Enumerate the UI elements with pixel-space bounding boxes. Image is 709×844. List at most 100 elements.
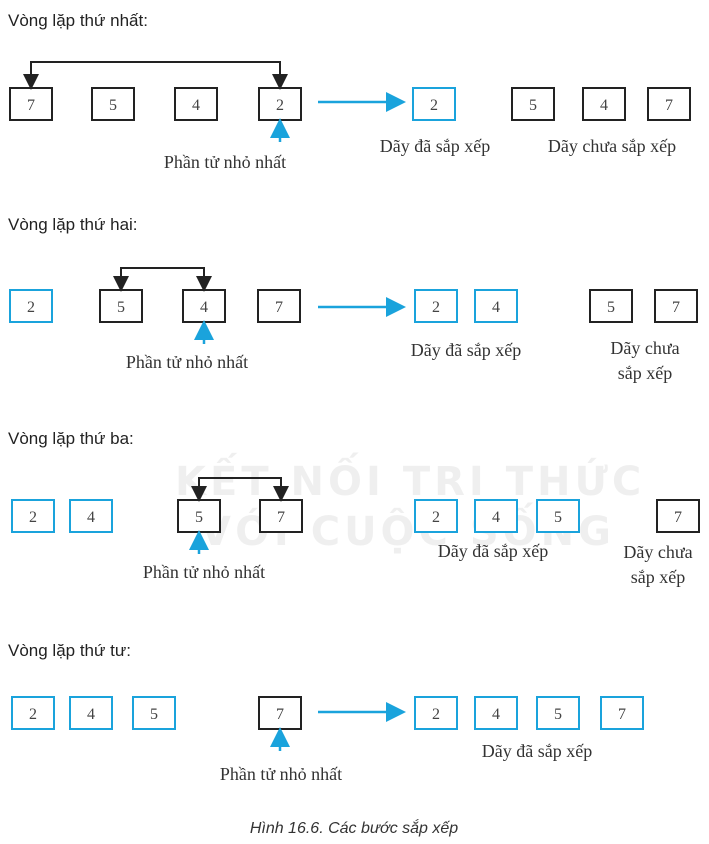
swap-arrow xyxy=(120,267,212,292)
box-value: 2 xyxy=(276,97,284,114)
figure-caption: Hình 16.6. Các bước sắp xếp xyxy=(250,818,458,837)
sorted-box: 5 xyxy=(536,696,580,730)
box-value: 2 xyxy=(432,509,440,526)
sorted-box: 4 xyxy=(474,499,518,533)
box-outline xyxy=(582,87,626,121)
box-value: 2 xyxy=(29,706,37,723)
box-value: 4 xyxy=(200,299,208,316)
box-outline xyxy=(414,696,458,730)
unsorted-box: 7 xyxy=(656,499,700,533)
box-value: 2 xyxy=(432,299,440,316)
box-value: 5 xyxy=(607,299,615,316)
box-value: 5 xyxy=(117,299,125,316)
iteration-title: Vòng lặp thứ hai: xyxy=(8,215,138,234)
input-box: 4 xyxy=(69,696,113,730)
box-value: 7 xyxy=(672,299,680,316)
box-outline xyxy=(257,289,301,323)
iteration-title: Vòng lặp thứ ba: xyxy=(8,429,134,448)
input-box: 2 xyxy=(11,696,55,730)
unsorted-label: sắp xếp xyxy=(618,363,672,383)
box-value: 2 xyxy=(29,509,37,526)
min-element-label: Phần tử nhỏ nhất xyxy=(164,152,286,172)
min-element-label: Phần tử nhỏ nhất xyxy=(143,562,265,582)
input-box: 2 xyxy=(9,289,53,323)
box-outline xyxy=(600,696,644,730)
box-outline xyxy=(177,499,221,533)
box-outline xyxy=(474,499,518,533)
box-value: 7 xyxy=(276,706,284,723)
unsorted-box: 5 xyxy=(511,87,555,121)
sorted-label: Dãy đã sắp xếp xyxy=(438,541,548,561)
unsorted-box: 7 xyxy=(654,289,698,323)
box-outline xyxy=(654,289,698,323)
sorted-box: 7 xyxy=(600,696,644,730)
box-outline xyxy=(91,87,135,121)
unsorted-box: 4 xyxy=(582,87,626,121)
unsorted-box: 5 xyxy=(589,289,633,323)
box-value: 2 xyxy=(432,706,440,723)
input-box: 7 xyxy=(259,499,303,533)
box-outline xyxy=(536,499,580,533)
unsorted-label: Dãy chưa xyxy=(610,338,679,358)
box-value: 5 xyxy=(554,706,562,723)
box-outline xyxy=(414,289,458,323)
box-outline xyxy=(414,499,458,533)
input-box: 4 xyxy=(182,289,226,323)
box-value: 5 xyxy=(554,509,562,526)
sorted-box: 2 xyxy=(414,696,458,730)
box-outline xyxy=(132,696,176,730)
box-value: 5 xyxy=(150,706,158,723)
sorted-box: 2 xyxy=(412,87,456,121)
input-box: 4 xyxy=(69,499,113,533)
unsorted-box: 7 xyxy=(647,87,691,121)
sorted-box: 4 xyxy=(474,696,518,730)
input-box: 5 xyxy=(91,87,135,121)
sorted-label: Dãy đã sắp xếp xyxy=(380,136,490,156)
box-value: 5 xyxy=(529,97,537,114)
box-value: 7 xyxy=(674,509,682,526)
unsorted-label: Dãy chưa xyxy=(623,542,692,562)
box-outline xyxy=(536,696,580,730)
box-value: 4 xyxy=(492,299,500,316)
unsorted-label: Dãy chưa sắp xếp xyxy=(548,136,676,156)
unsorted-label: sắp xếp xyxy=(631,567,685,587)
box-outline xyxy=(258,696,302,730)
box-value: 4 xyxy=(87,509,95,526)
min-element-label: Phần tử nhỏ nhất xyxy=(126,352,248,372)
sorted-box: 4 xyxy=(474,289,518,323)
input-box: 7 xyxy=(257,289,301,323)
box-outline xyxy=(69,499,113,533)
box-value: 4 xyxy=(492,509,500,526)
input-box: 4 xyxy=(174,87,218,121)
sorted-label: Dãy đã sắp xếp xyxy=(482,741,592,761)
input-box: 2 xyxy=(11,499,55,533)
box-value: 4 xyxy=(87,706,95,723)
box-outline xyxy=(174,87,218,121)
box-value: 2 xyxy=(27,299,35,316)
box-value: 4 xyxy=(492,706,500,723)
box-outline xyxy=(9,289,53,323)
box-value: 5 xyxy=(195,509,203,526)
box-value: 5 xyxy=(109,97,117,114)
box-outline xyxy=(11,696,55,730)
input-box: 5 xyxy=(132,696,176,730)
box-outline xyxy=(656,499,700,533)
box-outline xyxy=(474,696,518,730)
sorted-box: 2 xyxy=(414,499,458,533)
sorted-box: 2 xyxy=(414,289,458,323)
box-value: 4 xyxy=(192,97,200,114)
min-element-label: Phần tử nhỏ nhất xyxy=(220,764,342,784)
iteration-title: Vòng lặp thứ nhất: xyxy=(8,11,148,30)
box-outline xyxy=(412,87,456,121)
box-value: 2 xyxy=(430,97,438,114)
iteration-title: Vòng lặp thứ tư: xyxy=(8,641,131,660)
box-value: 7 xyxy=(618,706,626,723)
box-value: 7 xyxy=(27,97,35,114)
input-box: 2 xyxy=(258,87,302,121)
sorted-label: Dãy đã sắp xếp xyxy=(411,340,521,360)
